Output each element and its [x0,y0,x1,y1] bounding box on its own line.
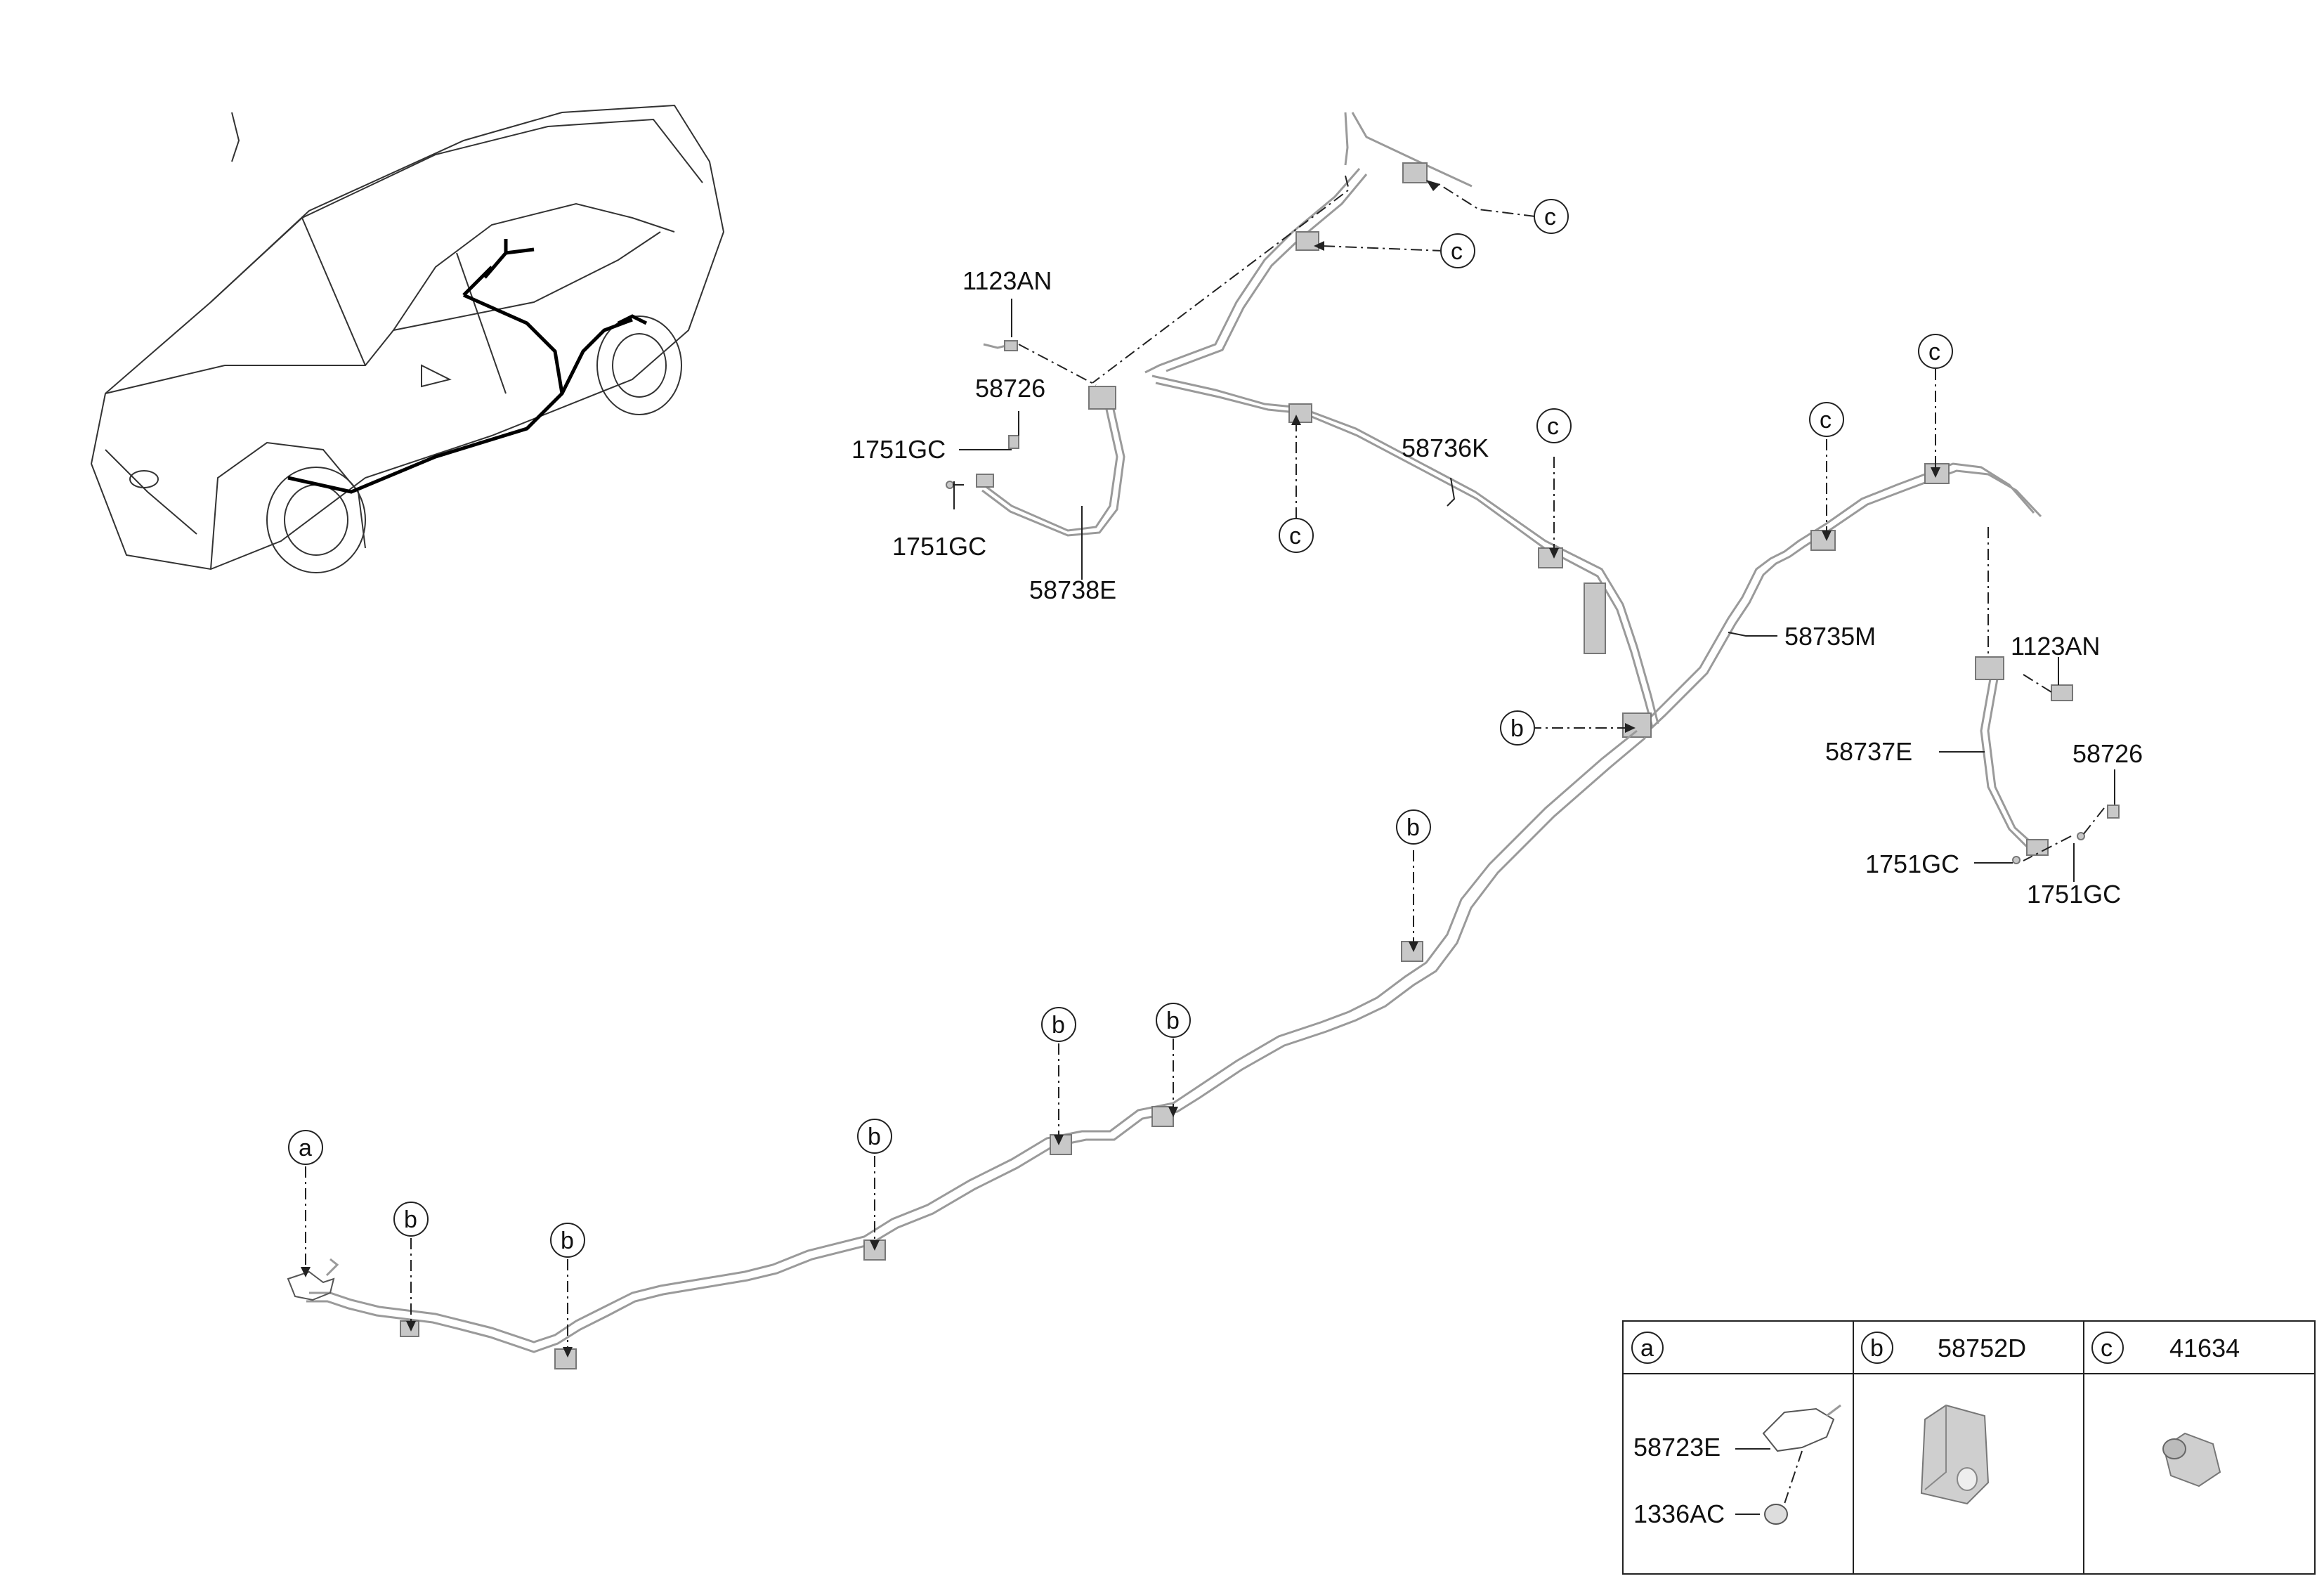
svg-text:c: c [1820,407,1832,434]
svg-text:c: c [1451,238,1463,265]
callout-c-6: c [1918,334,1953,369]
callout-b-6: b [550,1223,585,1258]
svg-text:c: c [2101,1335,2113,1362]
callout-b-1: b [1500,710,1535,746]
legend-key-a: a [1631,1332,1664,1364]
label-tube-main: 58735M [1784,622,1876,651]
callout-b-5: b [857,1119,892,1154]
callout-a-1: a [288,1130,323,1165]
callout-b-2: b [1396,809,1431,845]
main-brake-tube [287,462,2042,1369]
front-brake-tube [1144,112,1659,728]
left-hose-assembly [946,340,1125,537]
arrowheads [301,180,1940,1358]
svg-text:b: b [868,1124,881,1150]
part-leaders [953,299,2115,882]
label-nut-right: 58726 [2072,739,2143,768]
callout-b-4: b [1041,1007,1076,1042]
svg-text:a: a [1640,1335,1654,1362]
label-clip-left-2: 1751GC [892,532,986,561]
callout-circles: c c c c c c b b [288,199,1953,1258]
svg-text:a: a [299,1135,312,1161]
callout-b-7: b [393,1202,429,1237]
dash-leaders [305,175,2105,1351]
vehicle-harness [287,239,648,494]
legend-a-part-1: 58723E [1633,1433,1721,1462]
svg-text:c: c [1547,413,1559,440]
label-clip-left-1: 1751GC [851,435,946,464]
label-bolt-left: 1123AN [962,266,1052,295]
svg-text:b: b [561,1228,574,1254]
svg-text:c: c [1289,523,1301,549]
svg-text:b: b [404,1206,417,1233]
callout-c-2: c [1440,233,1475,268]
legend-c-part: 41634 [2169,1334,2240,1362]
svg-text:b: b [1510,715,1524,742]
callout-c-1: c [1534,199,1569,234]
callout-c-4: c [1536,408,1572,443]
label-nut-left: 58726 [975,374,1045,403]
svg-text:b: b [1166,1008,1180,1034]
legend-b-part: 58752D [1938,1334,2026,1362]
legend-key-b: b [1861,1332,1893,1364]
vehicle-outline [90,104,725,573]
label-bolt-right: 1123AN [2011,632,2100,660]
legend-table: a b 58752D c 41634 58723E 1336AC [1622,1320,2316,1575]
label-hose-left: 58738E [1029,575,1116,604]
callout-c-5: c [1809,402,1844,437]
label-hose-right: 58737E [1825,737,1912,766]
legend-c-clip-icon [2162,1432,2221,1488]
svg-text:b: b [1870,1335,1884,1362]
legend-a-part-2: 1336AC [1633,1499,1725,1528]
label-tube-front: 58736K [1402,434,1489,462]
svg-text:c: c [1544,204,1556,230]
svg-text:b: b [1052,1012,1065,1039]
callout-b-3: b [1156,1003,1191,1038]
svg-text:b: b [1406,814,1420,841]
callout-c-3: c [1279,518,1314,553]
part-labels: 1123AN 58726 1751GC 1751GC 58738E 58736K… [851,266,2143,909]
legend-key-c: c [2091,1332,2124,1364]
svg-text:c: c [1928,339,1940,365]
label-clip-right-1: 1751GC [1865,850,1959,878]
legend-b-clip-icon [1920,1404,1990,1505]
label-clip-right-2: 1751GC [2027,880,2121,909]
